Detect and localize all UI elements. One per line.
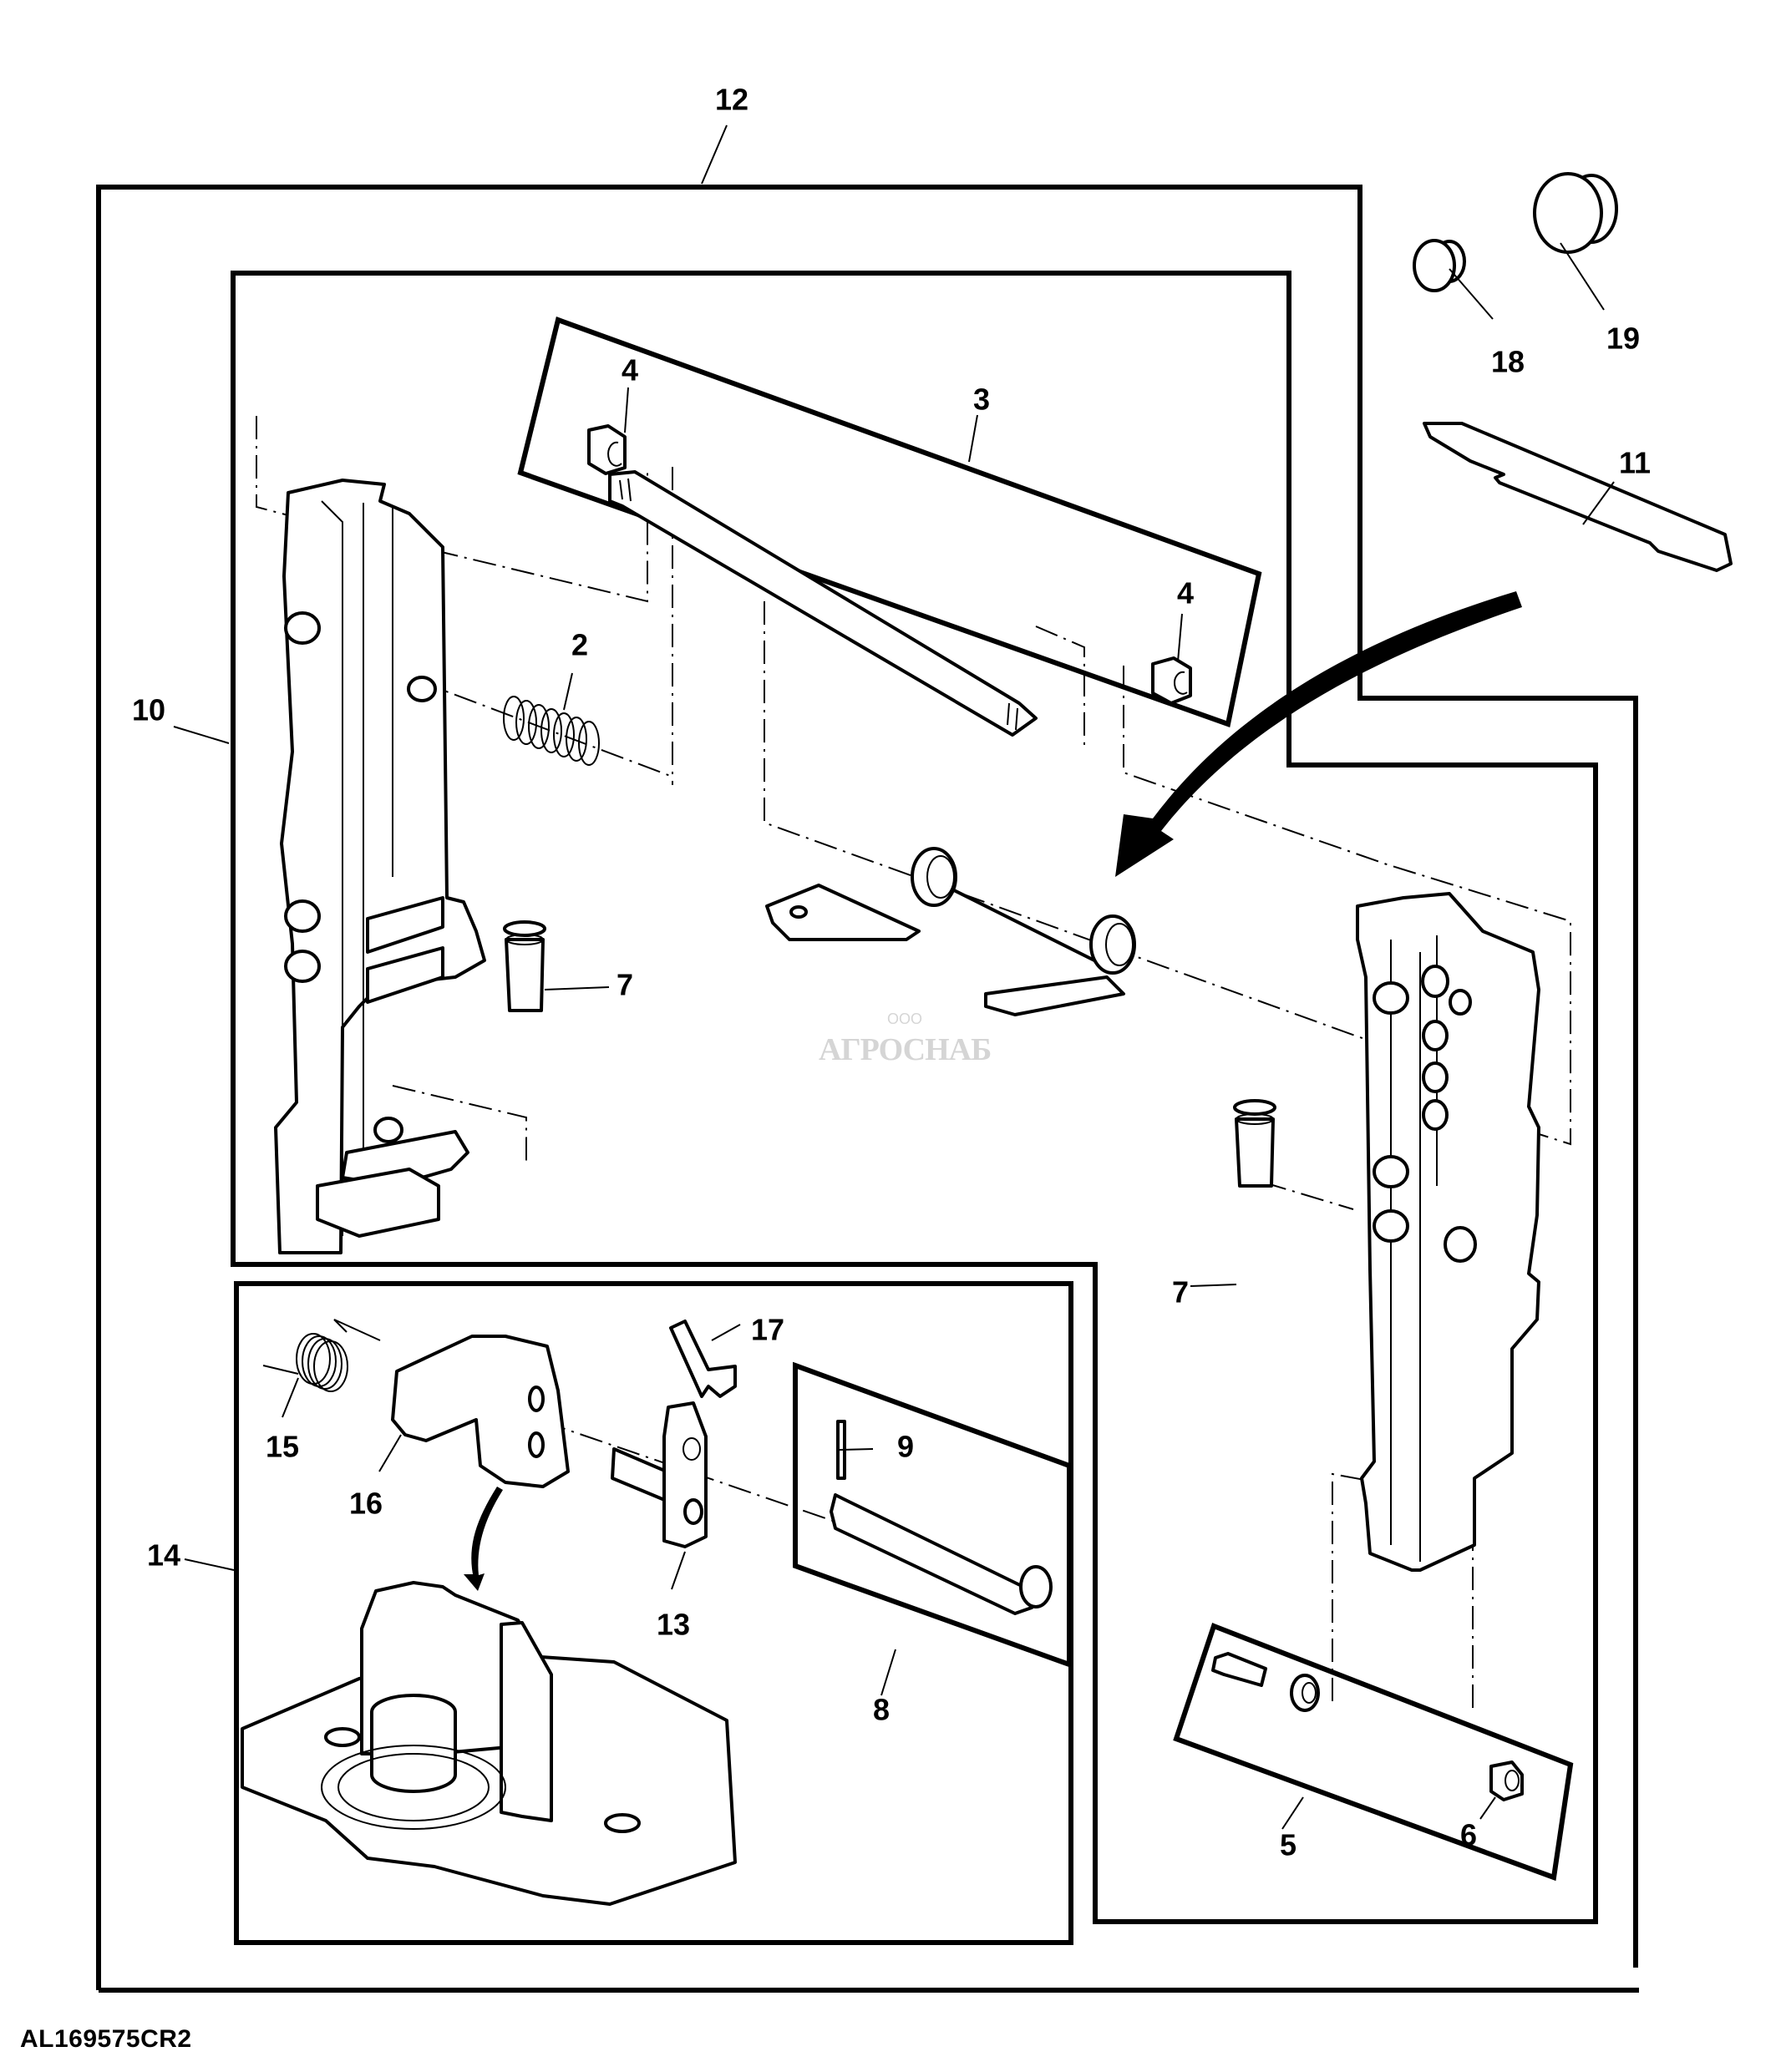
inner-frame-10 [231,271,1598,1924]
left-frame-10 [274,479,486,1254]
bolt-5 [1211,1652,1320,1712]
leader-8 [880,1649,896,1696]
watermark-brand: АГРОСНАБ [819,1032,992,1067]
latch-arm-16 [391,1335,570,1488]
callout-16: 16 [349,1487,383,1521]
assembly-line-nut-right [1123,666,1571,1146]
callout-2: 2 [571,628,588,662]
leader-4b [1177,613,1183,662]
leader-4a [624,387,629,433]
callout-13: 13 [657,1608,690,1642]
leader-18 [1449,268,1494,320]
callout-4-right: 4 [1177,576,1194,610]
leader-2 [563,672,573,711]
leader-10 [173,726,230,744]
leader-5 [1281,1796,1304,1830]
latch-arm-hole-lower [528,1431,545,1458]
callout-5: 5 [1280,1828,1296,1862]
callout-7-left: 7 [617,968,633,1002]
callout-18: 18 [1491,345,1525,379]
leader-9 [839,1448,874,1451]
watermark-prefix: ООО [887,1011,923,1027]
cover-plate-11 [1423,422,1733,572]
callout-19: 19 [1606,322,1640,356]
callout-10: 10 [132,693,165,727]
callout-17: 17 [751,1313,784,1347]
callout-12: 12 [715,83,748,117]
leader-3 [968,414,978,463]
watermark-logo: ООО АГРОСНАБ [794,985,1011,1086]
callout-8: 8 [873,1693,890,1727]
assembly-line-shaft-right [1035,626,1085,746]
callout-9: 9 [897,1430,914,1464]
direction-arrow-icon [1115,591,1522,877]
small-plug-18 [1413,239,1466,292]
hinge-plate [765,847,1136,1016]
spring-clip-17 [669,1320,737,1398]
leader-6 [1479,1796,1496,1820]
compression-spring-2 [503,696,600,766]
large-plug-19 [1533,172,1618,254]
leader-14 [184,1558,235,1571]
latch-arm-hole-upper [528,1386,545,1412]
hex-nut-4-left [587,424,627,475]
leader-7b [1190,1284,1237,1287]
right-frame [1356,892,1540,1572]
leader-16 [378,1434,402,1472]
leader-7a [544,986,610,990]
callout-6: 6 [1460,1818,1477,1852]
bushing-7-left [503,920,546,1012]
leader-17 [711,1324,741,1341]
leader-19 [1560,242,1605,311]
callout-14: 14 [147,1538,180,1573]
leader-12 [701,124,728,185]
assembly-line-bushing-left [392,1085,527,1165]
callout-7-right: 7 [1172,1275,1189,1310]
hex-nut-4-right [1151,656,1192,705]
threaded-shaft-3 [608,470,1038,737]
callout-11: 11 [1619,446,1651,480]
latch-block-13 [611,1401,708,1548]
leader-13 [671,1551,686,1590]
callout-4-left: 4 [622,353,638,388]
torsion-spring-15 [262,1319,381,1392]
kit-box-5 [1173,1623,1574,1882]
callout-15: 15 [266,1430,299,1464]
rotation-arrow-icon [464,1487,503,1591]
leader-11 [1582,481,1615,525]
kit-box-3 [517,317,1262,727]
leader-15 [282,1377,299,1418]
assembly-line-spring [417,680,673,778]
pin-8 [830,1493,1053,1615]
callout-3: 3 [973,382,990,417]
lock-nut-6 [1489,1760,1524,1801]
kit-box-8 [793,1361,1072,1669]
figure-reference-code: AL169575CR2 [20,2025,192,2053]
outer-frame-12 [96,185,1638,1990]
bushing-7-right [1233,1099,1276,1188]
assembled-hinge-base [241,1581,737,1906]
